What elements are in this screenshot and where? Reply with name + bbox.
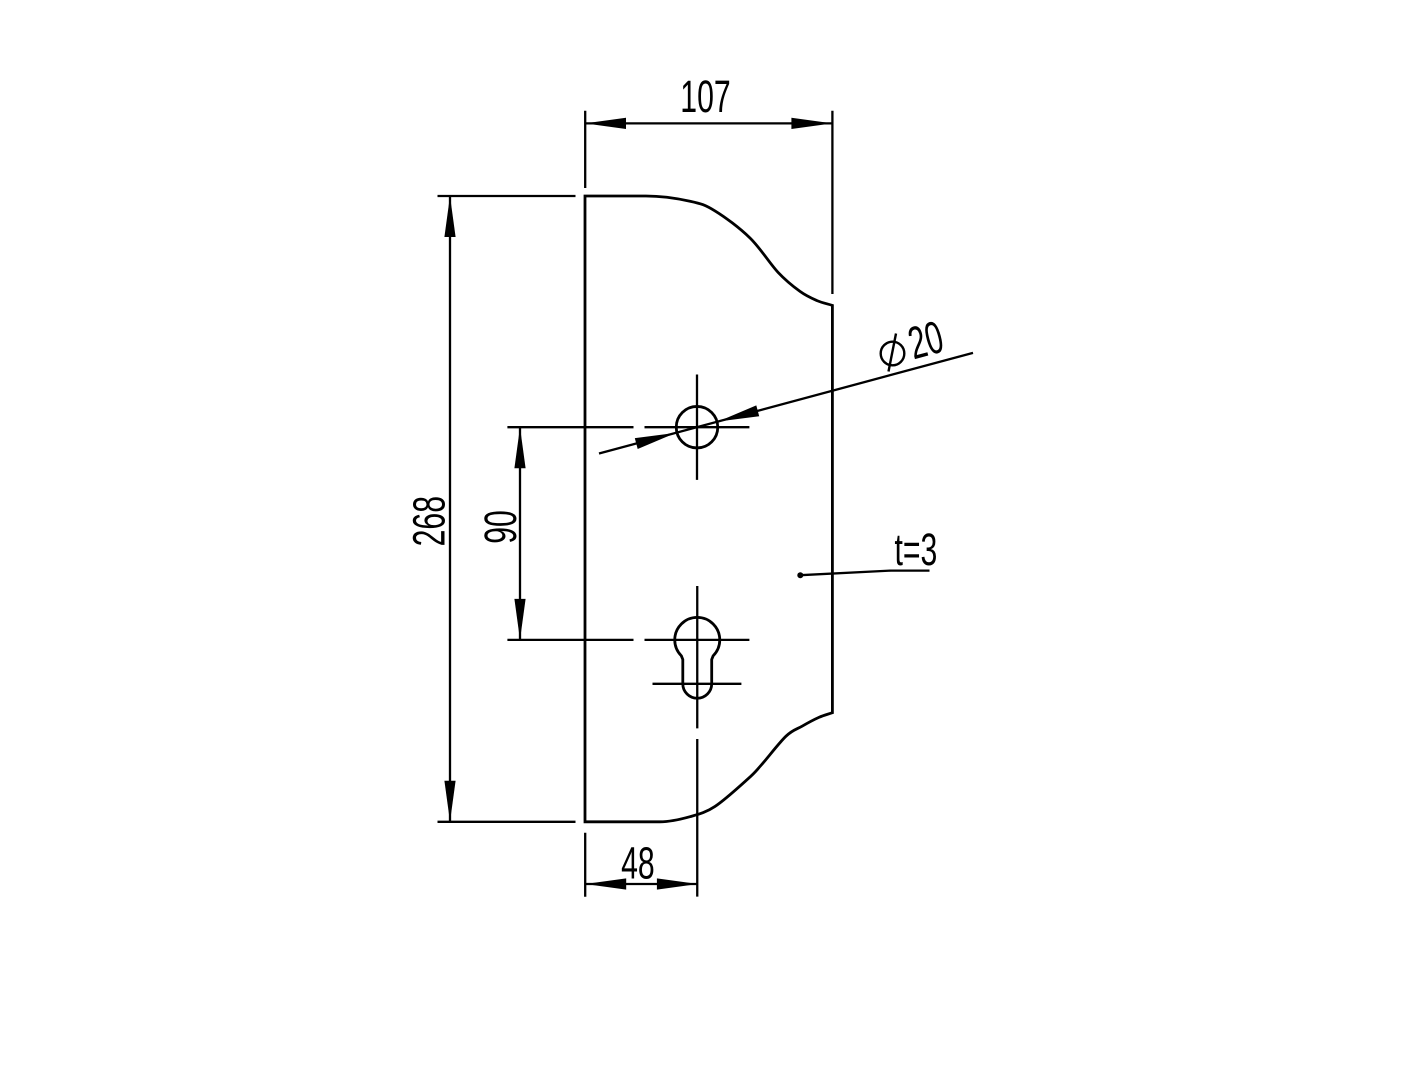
svg-text:90: 90 (476, 510, 527, 544)
svg-text:48: 48 (621, 838, 655, 889)
svg-text:268: 268 (404, 496, 455, 546)
svg-text:107: 107 (680, 72, 730, 123)
svg-text:t=3: t=3 (895, 525, 938, 576)
